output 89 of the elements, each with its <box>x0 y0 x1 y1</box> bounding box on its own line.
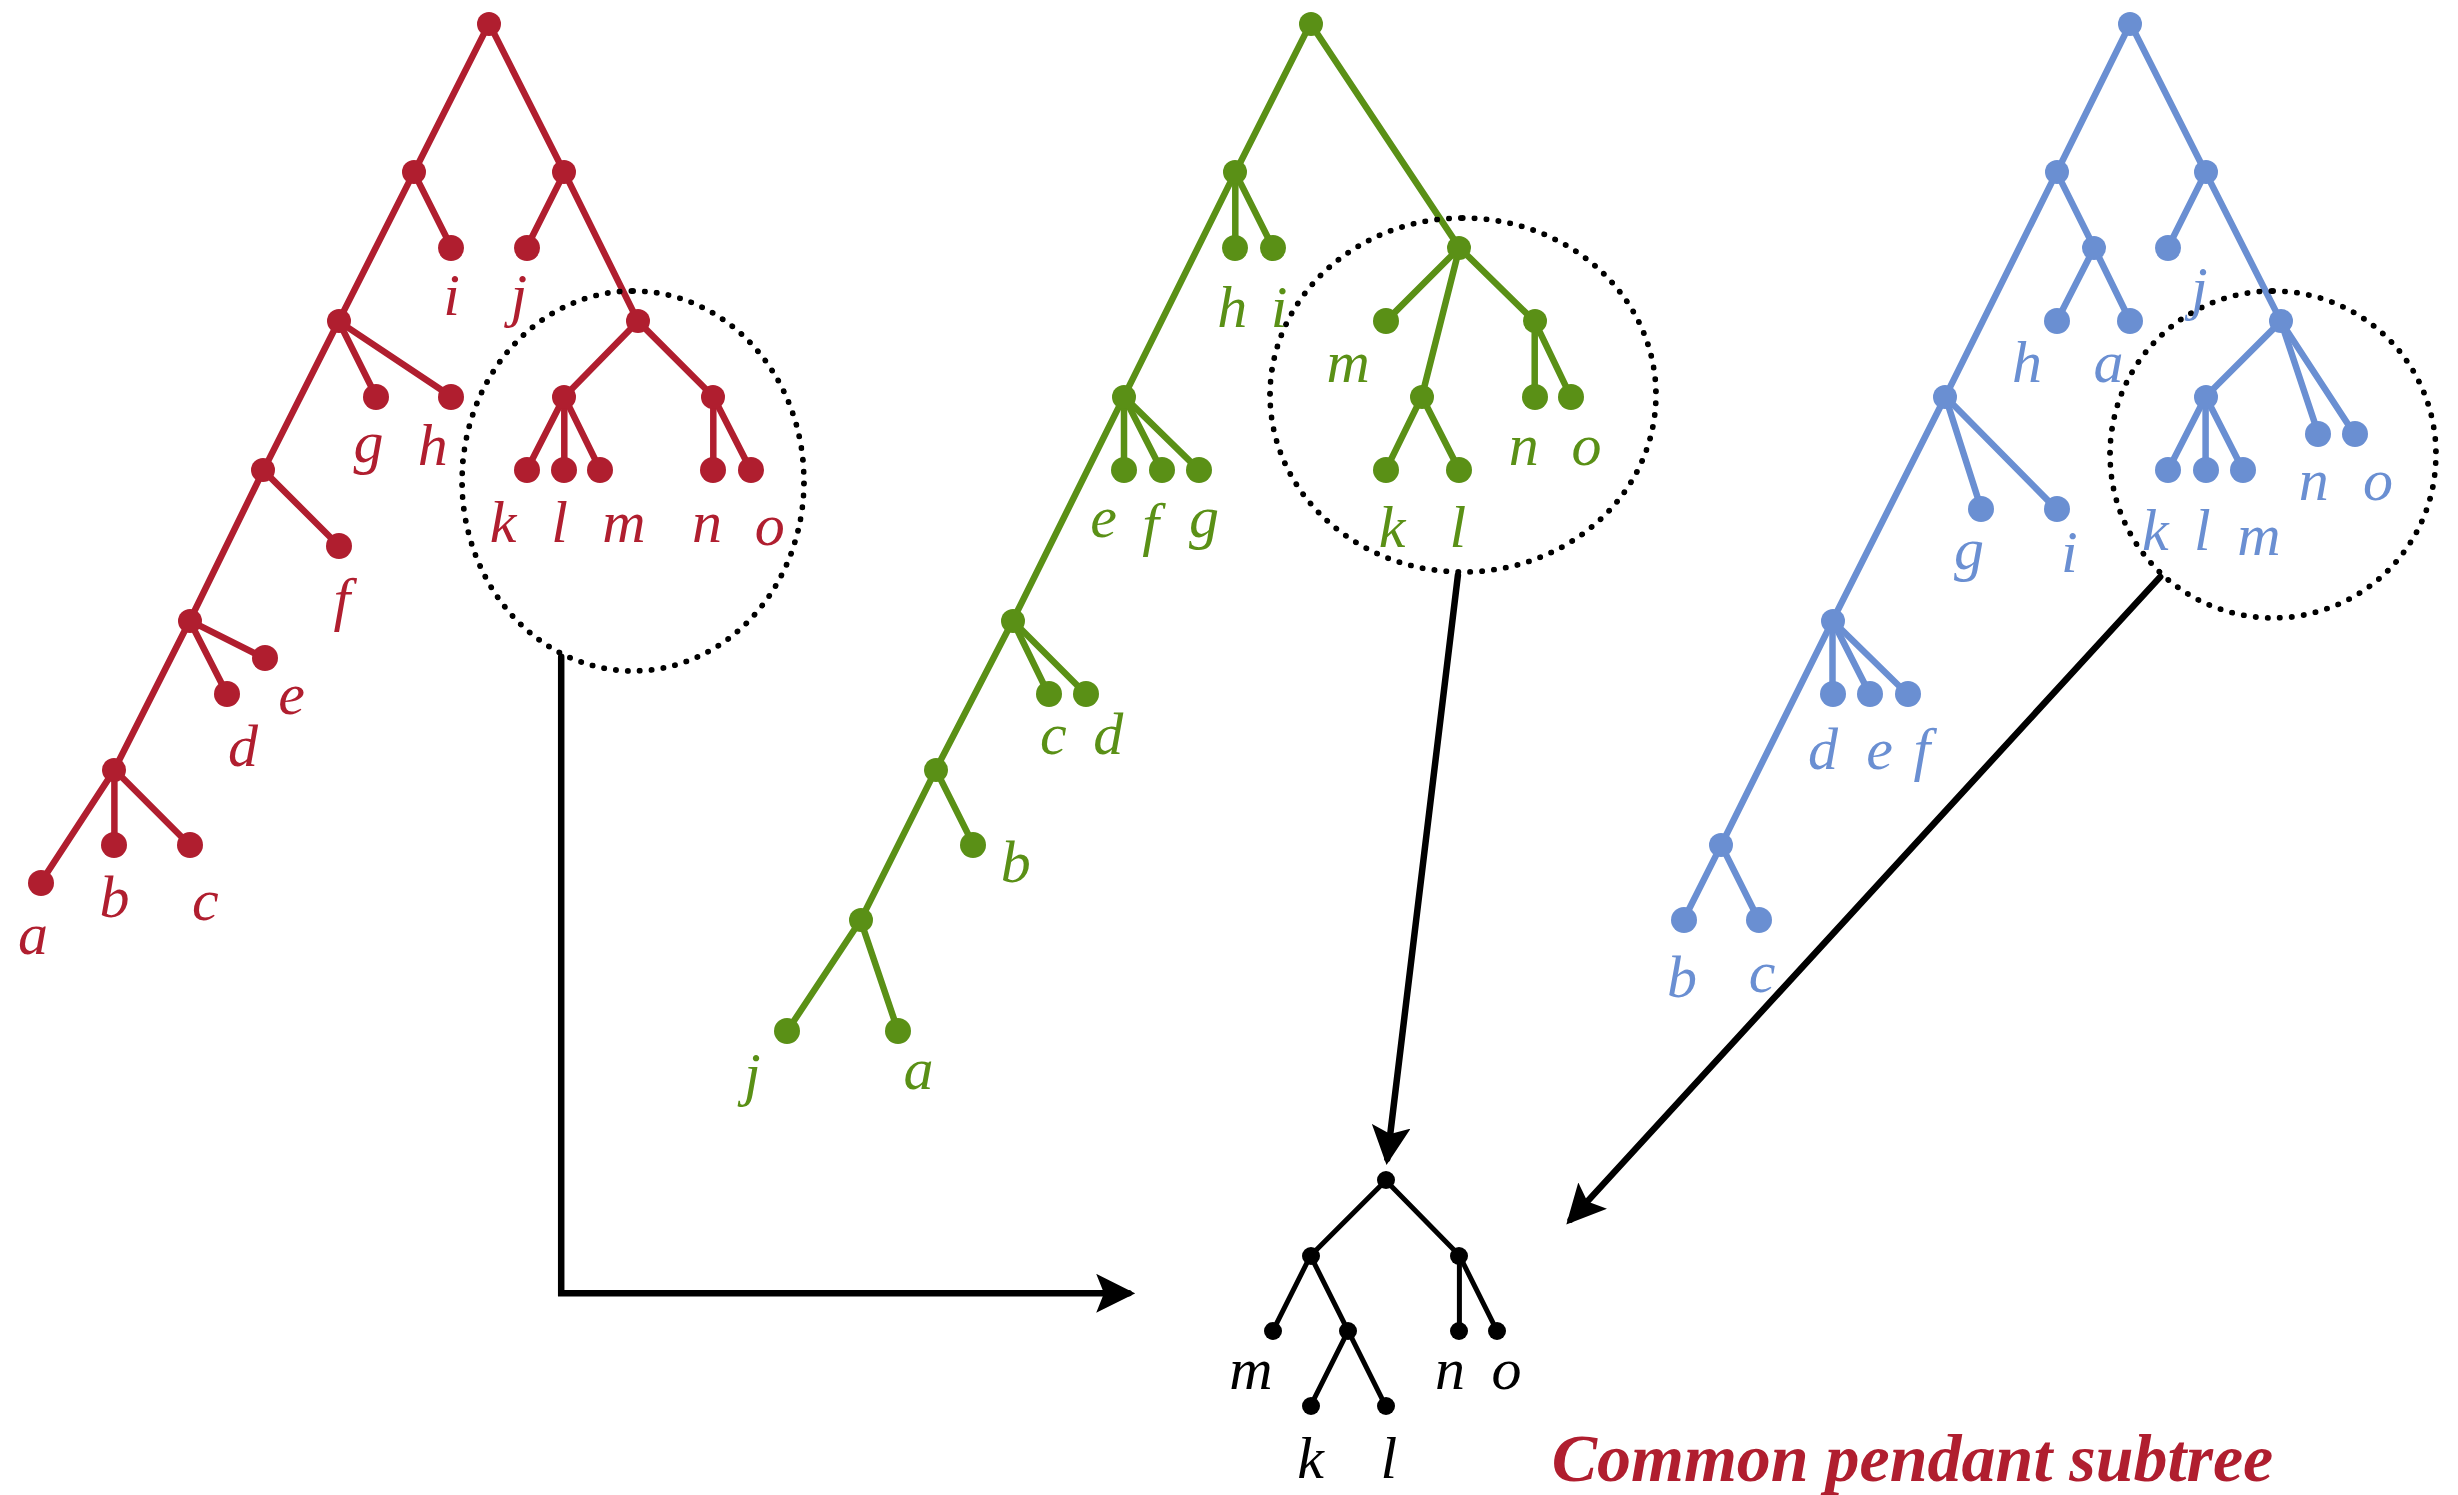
branch-line <box>1463 251 1531 318</box>
leaf-label: o <box>2362 447 2394 512</box>
leaf-label: l <box>1379 1425 1399 1490</box>
branch-dot <box>2193 384 2218 409</box>
leaf-label: o <box>753 493 786 558</box>
leaf-label: n <box>1507 413 1540 478</box>
caption-text: Common pendant subtree <box>1551 1418 2274 1495</box>
leaf-label: n <box>1434 1336 1467 1401</box>
leaf-label: e <box>1865 717 1894 782</box>
leaf-label: e <box>277 662 306 727</box>
leaf-label: d <box>1092 701 1125 766</box>
branch-dot <box>1376 1171 1395 1190</box>
leaf-label: a <box>2092 330 2125 395</box>
leaf-label: n <box>2297 447 2330 512</box>
dotted-circle <box>1266 214 1659 576</box>
branch-dot <box>326 309 351 334</box>
leaf-label: h <box>2010 330 2043 395</box>
leaf-label: m <box>1228 1336 1274 1401</box>
leaf-label: f <box>1124 491 1177 556</box>
branch-dot <box>923 757 948 782</box>
leaf-label: j <box>726 1041 779 1106</box>
leaf-label: o <box>1570 413 1603 478</box>
branch-dot <box>1450 1246 1469 1265</box>
branch-dot <box>2082 235 2107 260</box>
branch-dot <box>552 384 577 409</box>
leaf-label: k <box>1296 1425 1326 1490</box>
branch-dot <box>2268 309 2293 334</box>
leaf-label: c <box>191 867 220 932</box>
branch-dot <box>848 908 873 933</box>
branch-dot <box>177 608 202 633</box>
branch-dot <box>251 458 276 483</box>
arrow <box>557 653 1136 1313</box>
leaf-label: g <box>352 410 385 475</box>
leaf-label: e <box>1089 485 1118 550</box>
leaf-label: l <box>2193 497 2212 562</box>
branch-dot <box>2118 11 2143 36</box>
leaf-label: a <box>902 1037 935 1102</box>
leaf-label: c <box>1039 701 1068 766</box>
leaf-label: d <box>1807 717 1840 782</box>
leaf-label: a <box>16 902 49 967</box>
branch-line <box>267 474 335 541</box>
leaf-label: j <box>2173 256 2226 321</box>
leaf-label: j <box>492 262 545 327</box>
branch-dot <box>1933 384 1958 409</box>
leaf-label: g <box>1187 485 1220 550</box>
arrow <box>1371 572 1462 1165</box>
branch-dot <box>1223 160 1248 185</box>
leaf-label: g <box>1952 516 1985 581</box>
arrow <box>1566 573 2164 1225</box>
branch-dot <box>1447 235 1472 260</box>
leaf-label: i <box>442 262 461 327</box>
leaf-label: d <box>226 714 259 779</box>
leaf-label: f <box>1895 717 1948 782</box>
branch-dot <box>552 160 577 185</box>
branch-dot <box>102 757 127 782</box>
leaf-label: l <box>550 490 569 554</box>
branch-dot <box>1000 608 1025 633</box>
leaf-label: n <box>690 490 723 554</box>
branch-dot <box>2044 160 2069 185</box>
leaf-label: m <box>601 490 647 554</box>
leaf-label: b <box>98 864 131 929</box>
leaf-label: f <box>315 566 368 631</box>
branch-dot <box>1522 309 1547 334</box>
leaf-label: m <box>2236 502 2282 567</box>
branch-dot <box>1298 11 1323 36</box>
leaf-label: k <box>1377 494 1408 559</box>
leaf-label: l <box>1448 494 1468 559</box>
leaf-label: m <box>1325 330 1371 395</box>
branch-dot <box>1111 384 1136 409</box>
branch-dot <box>626 309 650 334</box>
leaf-label: h <box>1216 275 1249 340</box>
leaf-label: h <box>416 413 449 478</box>
leaf-label: o <box>1490 1336 1523 1401</box>
leaf-label: k <box>2141 497 2171 562</box>
leaf-label: c <box>1747 939 1777 1004</box>
branch-dot <box>1820 608 1845 633</box>
branch-dot <box>477 11 502 36</box>
leaf-label: k <box>488 490 519 554</box>
branch-dot <box>1409 384 1434 409</box>
branch-dot <box>1301 1246 1320 1265</box>
leaf-label: b <box>999 830 1032 895</box>
branch-dot <box>701 384 726 409</box>
branch-dot <box>1709 832 1734 857</box>
branch-dot <box>1339 1321 1358 1340</box>
branch-dot <box>2193 160 2218 185</box>
leaf-label: b <box>1666 944 1699 1009</box>
leaf-label: i <box>2059 519 2079 584</box>
leaf-label: i <box>1269 275 1289 340</box>
branch-dot <box>401 160 426 185</box>
